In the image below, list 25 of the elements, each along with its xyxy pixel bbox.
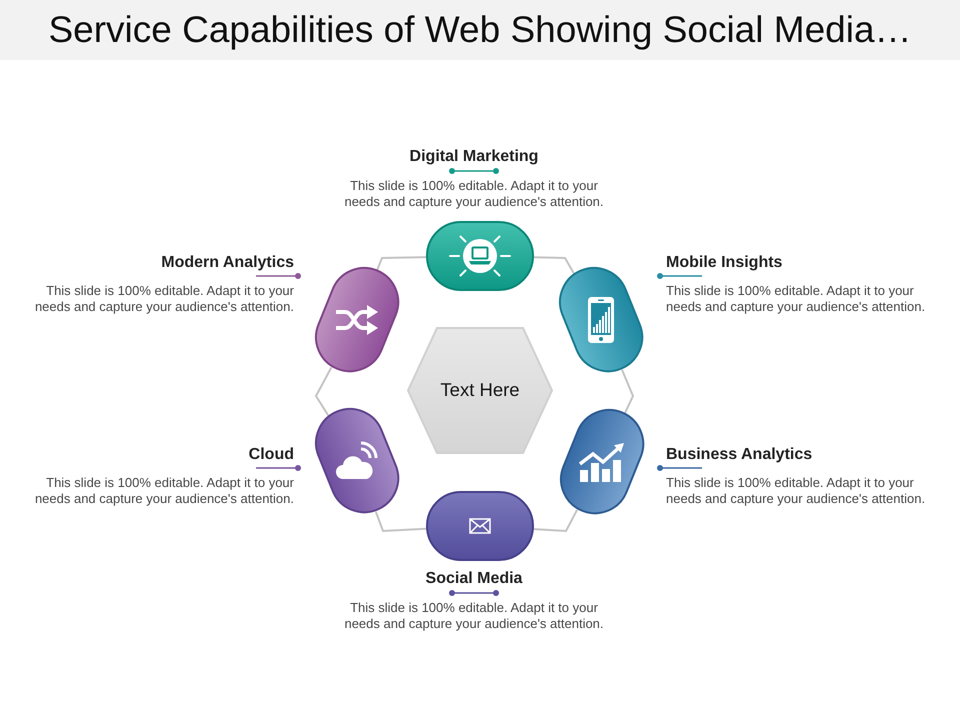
connector-line: [534, 256, 575, 274]
connector-line: [314, 366, 332, 416]
capability-heading: Mobile Insights: [666, 254, 782, 272]
connector-line: [374, 511, 426, 532]
capability-description: This slide is 100% editable. Adapt it to your needs and capture your audience's attention.: [666, 475, 926, 507]
capability-description: This slide is 100% editable. Adapt it to your needs and capture your audience's attention.: [343, 600, 605, 632]
capability-description: This slide is 100% editable. Adapt it to your needs and capture your audience's attention.: [34, 475, 294, 507]
icon-capsule: [558, 267, 644, 373]
capability-description: This slide is 100% editable. Adapt it to your needs and capture your audience's attention.: [34, 283, 294, 315]
capability-heading: Modern Analytics: [161, 254, 294, 272]
connector-line: [534, 509, 578, 532]
icon-capsule: [314, 408, 400, 514]
capability-description: This slide is 100% editable. Adapt it to your needs and capture your audience's attention.: [666, 283, 926, 315]
center-hexagon: [407, 326, 553, 454]
capability-heading: Business Analytics: [666, 446, 812, 464]
hub-text: Text Here: [440, 379, 520, 401]
capability-description: This slide is 100% editable. Adapt it to your needs and capture your audience's attention.: [343, 178, 605, 210]
icon-capsule: [314, 267, 400, 373]
connector-line: [376, 256, 426, 270]
capability-heading: Digital Marketing: [410, 148, 538, 166]
capability-heading: Social Media: [426, 570, 522, 588]
capability-heading: Cloud: [248, 446, 294, 464]
connector-line: [621, 369, 634, 414]
page-title: Service Capabilities of Web Showing Social Media…: [48, 9, 912, 51]
icon-capsule: [560, 409, 644, 515]
